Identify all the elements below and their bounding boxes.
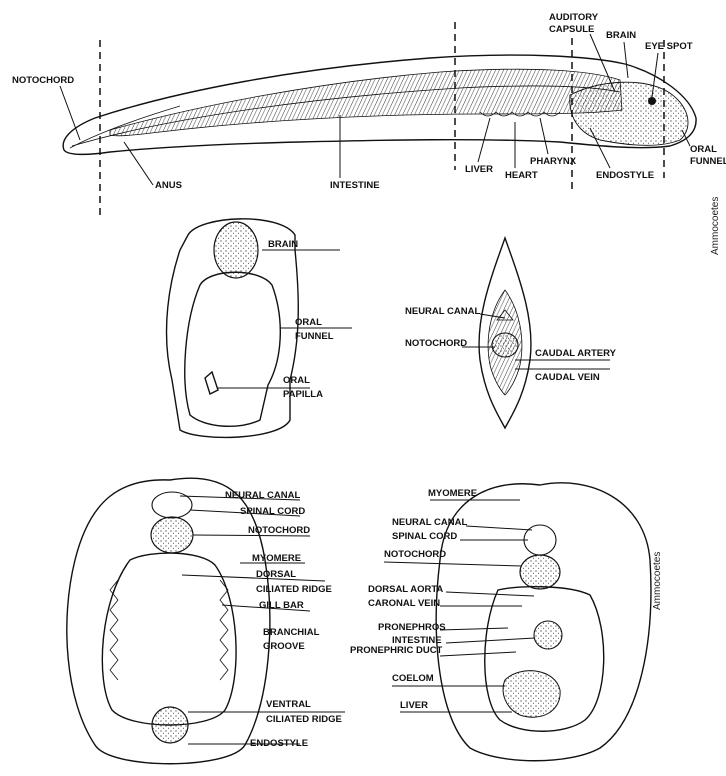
label-pronephric-duct: PRONEPHRIC DUCT bbox=[350, 645, 443, 656]
label-eye-spot: EYE SPOT bbox=[645, 41, 693, 52]
label-oral-funnel-sec-1: ORAL bbox=[295, 317, 322, 328]
eye-spot-dot bbox=[648, 97, 656, 105]
label-oral-funnel-2: FUNNEL bbox=[690, 156, 726, 167]
label-dorsal-aorta: DORSAL AORTA bbox=[368, 584, 443, 595]
oral-section-brain bbox=[214, 222, 258, 278]
tail-notochord bbox=[492, 333, 518, 357]
trunk-intestine bbox=[534, 621, 562, 649]
label-caudal-artery: CAUDAL ARTERY bbox=[535, 348, 617, 359]
label-notochord-trunk: NOTOCHORD bbox=[384, 549, 446, 560]
label-caronal-vein: CARONAL VEIN bbox=[368, 598, 440, 609]
section-oral-funnel-drawing bbox=[167, 219, 299, 438]
leader-dorsal-ridge bbox=[182, 575, 325, 581]
label-notochord-pharynx: NOTOCHORD bbox=[248, 525, 310, 536]
pharynx-gill-bars-right bbox=[220, 580, 228, 680]
leader-dorsal-aorta bbox=[446, 592, 534, 596]
pharynx-gill-bars-left bbox=[110, 580, 118, 680]
leader-brain-top bbox=[624, 42, 628, 78]
label-oral-papilla-1: ORAL bbox=[283, 375, 310, 386]
label-dorsal-ridge-2: CILIATED RIDGE bbox=[256, 584, 332, 595]
oral-section-cavity bbox=[185, 272, 280, 426]
label-notochord: NOTOCHORD bbox=[12, 75, 74, 86]
label-myomere-pharynx: MYOMERE bbox=[252, 553, 301, 564]
whole-larva-drawing bbox=[63, 55, 696, 154]
label-neural-canal-tail: NEURAL CANAL bbox=[405, 306, 480, 317]
label-heart: HEART bbox=[505, 170, 538, 181]
section-pharynx-drawing bbox=[67, 478, 270, 764]
label-coelom: COELOM bbox=[392, 673, 434, 684]
pharynx-endostyle bbox=[152, 707, 188, 743]
label-neural-canal-trunk: NEURAL CANAL bbox=[392, 517, 467, 528]
label-branchial-groove-1: BRANCHIAL bbox=[263, 627, 320, 638]
label-spinal-cord-trunk: SPINAL CORD bbox=[392, 531, 457, 542]
label-myomere-trunk: MYOMERE bbox=[428, 488, 477, 499]
label-auditory-2: CAPSULE bbox=[549, 24, 594, 35]
trunk-liver bbox=[503, 671, 560, 718]
label-anus: ANUS bbox=[155, 180, 182, 191]
leader-neural-canal-trunk bbox=[466, 526, 532, 530]
label-liver-trunk: LIVER bbox=[400, 700, 428, 711]
section-trunk-drawing bbox=[436, 483, 651, 761]
label-ventral-ridge-2: CILIATED RIDGE bbox=[266, 714, 342, 725]
label-brain-oral: BRAIN bbox=[268, 239, 298, 250]
side-title-lower: Ammocoetes bbox=[652, 552, 663, 610]
side-title-upper: Ammocoetes bbox=[710, 197, 721, 255]
oral-papilla bbox=[205, 372, 218, 394]
label-intestine: INTESTINE bbox=[330, 180, 380, 191]
label-brain-top: BRAIN bbox=[606, 30, 636, 41]
larva-head-mass bbox=[570, 82, 688, 145]
leader-pronephros bbox=[440, 628, 508, 630]
leader-pronephric-duct bbox=[440, 652, 516, 656]
pharynx-notochord bbox=[151, 517, 193, 553]
larva-muscle-band bbox=[110, 69, 622, 136]
pharynx-cavity bbox=[102, 553, 236, 725]
label-pronephros: PRONEPHROS bbox=[378, 622, 446, 633]
label-oral-funnel-1: ORAL bbox=[690, 144, 717, 155]
label-auditory-1: AUDITORY bbox=[549, 12, 599, 23]
label-oral-papilla-2: PAPILLA bbox=[283, 389, 323, 400]
label-caudal-vein: CAUDAL VEIN bbox=[535, 372, 600, 383]
label-pharynx: PHARYNX bbox=[530, 156, 577, 167]
leader-notochord-trunk bbox=[384, 562, 522, 566]
label-ventral-ridge-1: VENTRAL bbox=[266, 699, 311, 710]
label-endostyle-top: ENDOSTYLE bbox=[596, 170, 654, 181]
label-liver: LIVER bbox=[465, 164, 493, 175]
leader-pharynx bbox=[540, 118, 548, 154]
label-oral-funnel-sec-2: FUNNEL bbox=[295, 331, 334, 342]
trunk-notochord bbox=[520, 555, 560, 589]
label-branchial-groove-2: GROOVE bbox=[263, 641, 305, 652]
section-tail-drawing bbox=[479, 238, 531, 428]
label-notochord-tail: NOTOCHORD bbox=[405, 338, 467, 349]
leader-intestine-trunk bbox=[446, 638, 535, 643]
